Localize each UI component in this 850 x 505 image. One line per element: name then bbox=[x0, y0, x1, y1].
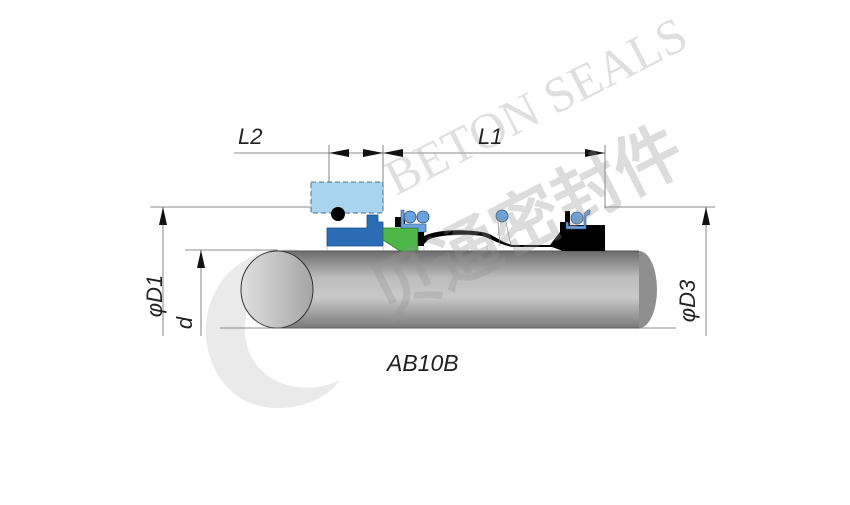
dimension-label-d3: φD3 bbox=[675, 279, 700, 323]
dimension-label-d1: φD1 bbox=[142, 274, 167, 318]
alternate-seat-dashed bbox=[310, 181, 384, 214]
shaft bbox=[240, 250, 657, 329]
model-label: AB10B bbox=[387, 350, 459, 376]
rotating-head bbox=[395, 209, 605, 251]
seal-face-green bbox=[382, 227, 419, 252]
stationary-seat bbox=[326, 207, 384, 247]
dimension-label-l1: L1 bbox=[478, 124, 503, 149]
dimension-label-l2: L2 bbox=[238, 124, 263, 149]
dimension-label-d: d bbox=[172, 316, 197, 330]
component-guides bbox=[326, 246, 553, 251]
watermark-logo bbox=[205, 249, 340, 409]
dimension-arrows bbox=[159, 149, 710, 268]
